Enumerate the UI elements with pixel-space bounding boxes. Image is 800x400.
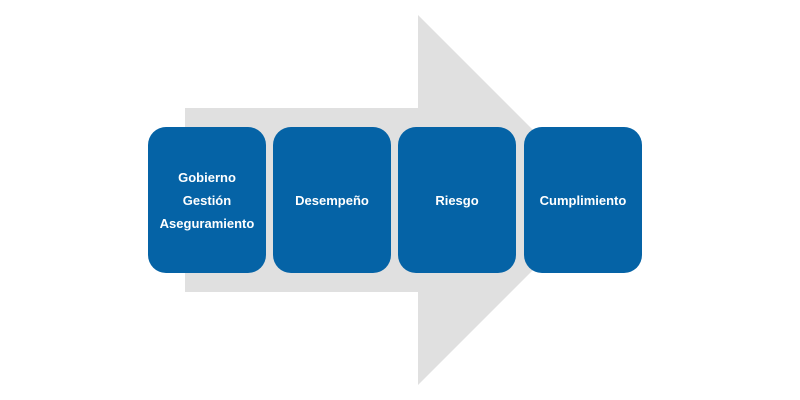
step-label-line: Riesgo [435,192,479,208]
step-label-line: Desempeño [295,192,369,208]
step-label-line: Gestión [182,192,232,208]
step-label-line: Gobierno [178,169,236,185]
step-box-riesgo: Riesgo [398,127,516,273]
step-box-desempeno: Desempeño [273,127,391,273]
step-label-line: Aseguramiento [159,215,255,231]
step-box-cumplimiento: Cumplimiento [524,127,642,273]
step-box-gobierno: Gobierno Gestión Aseguramiento [148,127,266,273]
step-label-line: Cumplimiento [539,192,627,208]
